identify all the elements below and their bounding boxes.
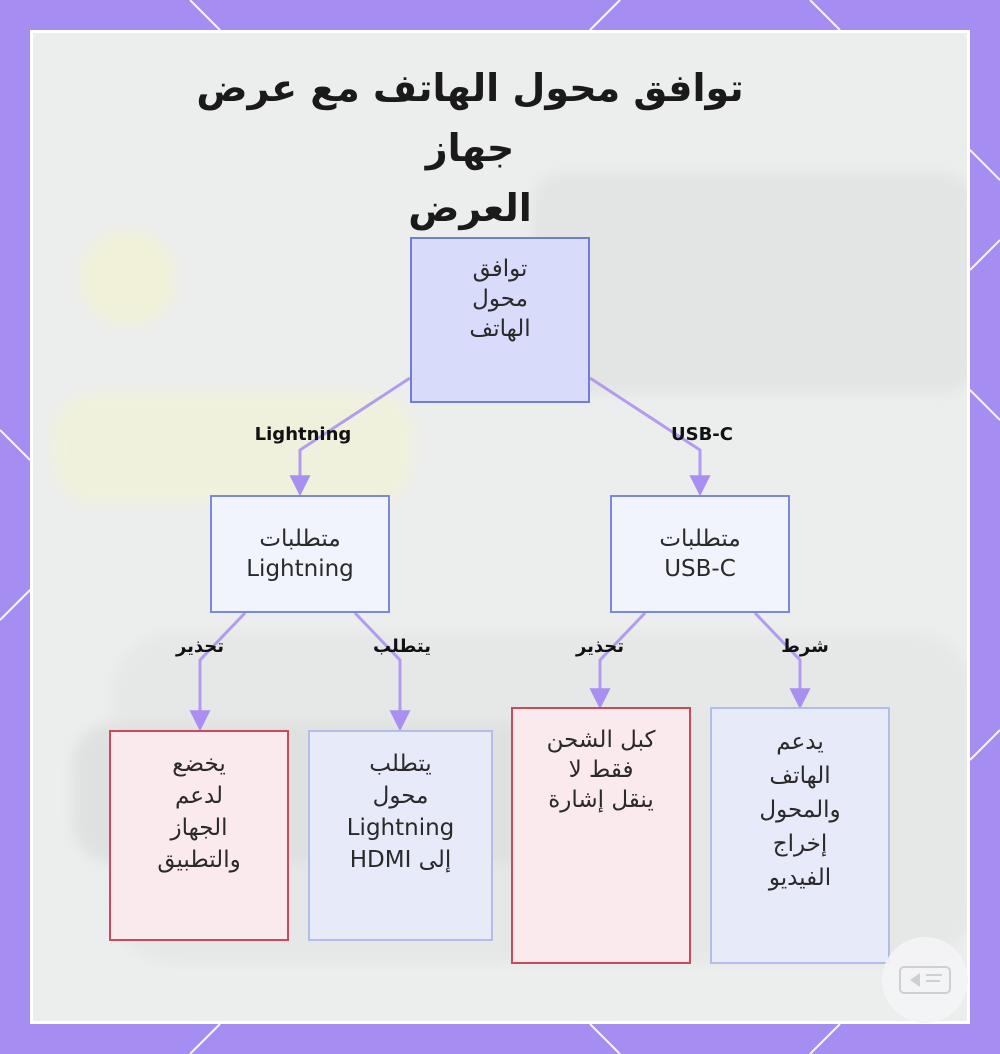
node-usbc-condition-line: يدعم: [776, 729, 824, 755]
watermark-logo-icon: [882, 937, 968, 1023]
page-title: توافق محول الهاتف مع عرض جهاز العرض: [150, 58, 790, 238]
node-lightning-warning-line: لدعم: [174, 783, 224, 809]
edge-label-usbc-condition: شرط: [781, 636, 829, 657]
node-lightning-line: متطلبات: [259, 526, 341, 552]
node-usbc-line: USB-C: [664, 556, 736, 582]
node-usbc-line: متطلبات: [659, 526, 741, 552]
node-usbc-condition-line: إخراج: [772, 831, 828, 857]
edge-label-lightning: Lightning: [254, 424, 352, 445]
node-usbc-requirements: متطلبات USB-C: [610, 495, 790, 613]
node-root-line: الهاتف: [469, 316, 531, 342]
node-lightning-warning-line: يخضع: [172, 751, 226, 777]
node-usbc-condition-line: الفيديو: [768, 865, 832, 891]
node-usbc-condition-line: والمحول: [759, 797, 841, 823]
node-usbc-warning-line: ينقل إشارة: [548, 787, 654, 813]
edge-usbc-to-warning: [589, 611, 647, 710]
node-usbc-warning-line: كبل الشحن: [546, 727, 656, 753]
node-lightning-line: Lightning: [246, 556, 354, 582]
node-lightning-requirements: متطلبات Lightning: [210, 495, 390, 613]
edge-label-lightning-requires: يتطلب: [372, 636, 432, 657]
node-lightning-warning-line: والتطبيق: [157, 847, 241, 873]
edge-label-usbc-warning: تحذير: [575, 636, 625, 657]
node-lightning-adapter-line: Lightning: [346, 815, 455, 841]
node-root-line: توافق: [472, 256, 528, 282]
edge-usbc-to-condition: [753, 611, 811, 710]
edge-lightning-to-adapter: [353, 611, 411, 732]
node-lightning-adapter-line: محول: [372, 783, 429, 809]
edge-root-to-lightning: [289, 376, 411, 497]
node-usbc-condition-line: الهاتف: [769, 763, 831, 789]
node-lightning-adapter-line: يتطلب: [369, 751, 432, 777]
node-lightning-adapter-line: إلى HDMI: [349, 847, 452, 873]
node-lightning-adapter: يتطلب محول Lightning إلى HDMI: [308, 730, 493, 941]
node-usbc-warning: كبل الشحن فقط لا ينقل إشارة: [511, 707, 691, 964]
node-usbc-condition: يدعم الهاتف والمحول إخراج الفيديو: [710, 707, 890, 964]
node-root: توافق محول الهاتف: [410, 237, 590, 403]
node-lightning-warning-line: الجهاز: [170, 815, 228, 841]
node-lightning-warning: يخضع لدعم الجهاز والتطبيق: [109, 730, 289, 941]
title-line-2: العرض: [408, 186, 532, 230]
edge-root-to-usbc: [589, 376, 711, 497]
edge-label-lightning-warning: تحذير: [175, 636, 225, 657]
title-line-1: توافق محول الهاتف مع عرض جهاز: [196, 66, 744, 170]
edge-label-usbc: USB-C: [671, 424, 733, 445]
node-usbc-warning-line: فقط لا: [568, 757, 634, 783]
node-root-line: محول: [472, 286, 528, 312]
edge-lightning-to-warning: [189, 611, 247, 732]
